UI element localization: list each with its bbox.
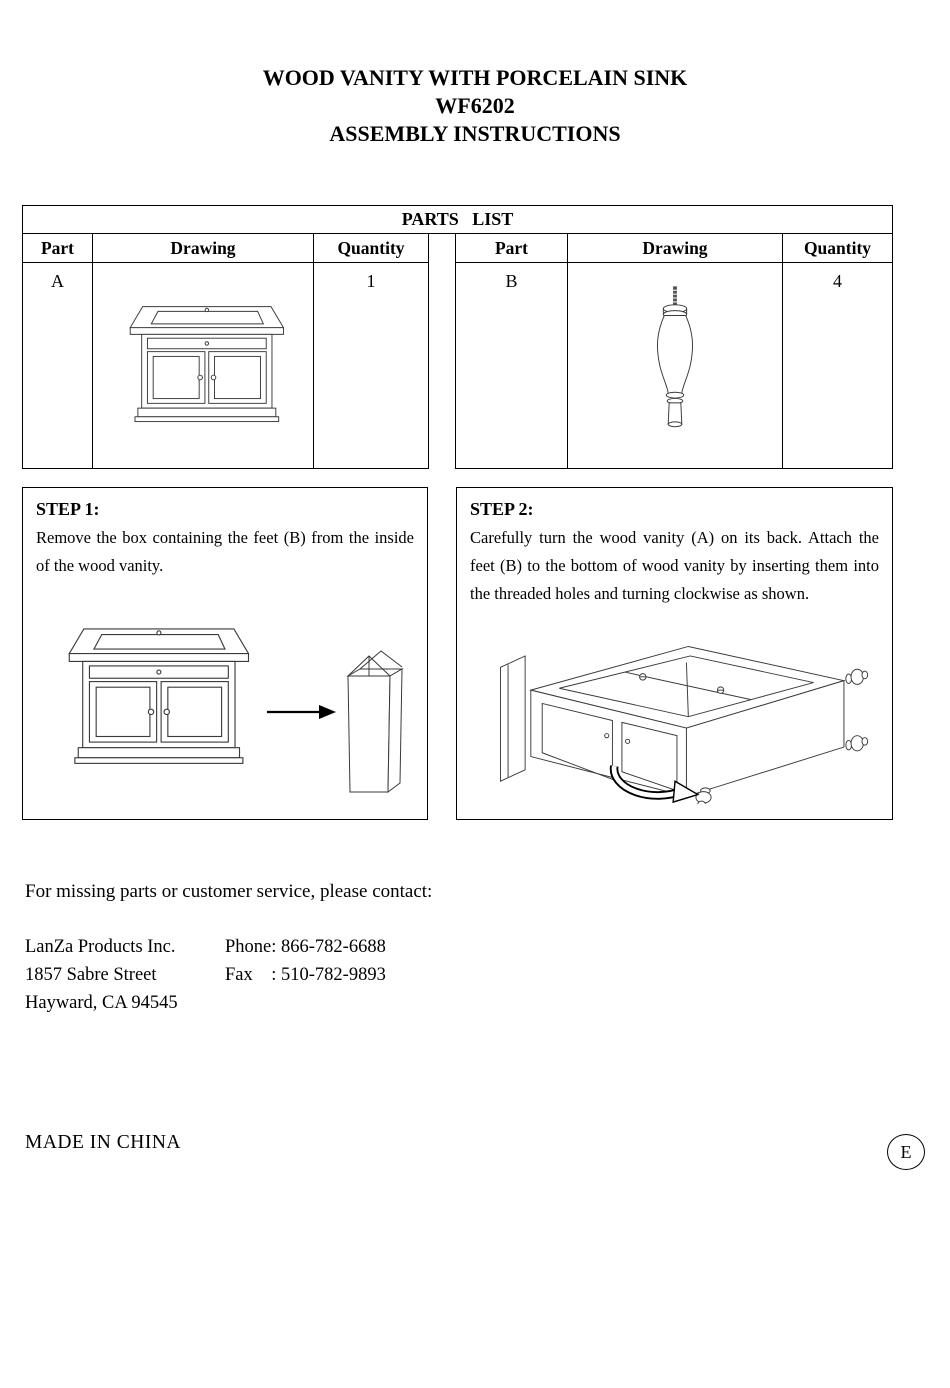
step-2-box: STEP 2: Carefully turn the wood vanity (… bbox=[456, 487, 893, 820]
vanity-on-back-attaching-feet-drawing-icon bbox=[499, 645, 869, 804]
made-in-label: MADE IN CHINA bbox=[25, 1132, 181, 1153]
leg-being-attached-icon bbox=[695, 787, 712, 804]
contact-intro: For missing parts or customer service, p… bbox=[25, 881, 433, 902]
step-1-text: Remove the box containing the feet (B) f… bbox=[36, 528, 414, 575]
wood-vanity-front-drawing-icon bbox=[129, 305, 285, 422]
contact-street: 1857 Sabre Street bbox=[25, 965, 157, 985]
contact-city: Hayward, CA 94545 bbox=[25, 993, 178, 1013]
step-1-figure bbox=[36, 606, 414, 806]
column-header-quantity: Quantity bbox=[313, 233, 429, 263]
document-subtitle: ASSEMBLY INSTRUCTIONS bbox=[329, 121, 621, 146]
contact-fax: Fax : 510-782-9893 bbox=[225, 965, 386, 985]
document-title: WOOD VANITY WITH PORCELAIN SINK bbox=[262, 65, 688, 90]
title-block: WOOD VANITY WITH PORCELAIN SINK WF6202 A… bbox=[0, 64, 950, 148]
table-row: A bbox=[22, 262, 429, 469]
column-header-drawing: Drawing bbox=[567, 233, 783, 263]
step-1-box: STEP 1: Remove the box containing the fe… bbox=[22, 487, 428, 820]
vanity-with-box-and-arrow-drawing-icon bbox=[68, 628, 404, 794]
part-b-letter: B bbox=[455, 262, 568, 469]
model-number: WF6202 bbox=[435, 93, 515, 118]
furniture-leg-drawing-icon bbox=[657, 285, 693, 427]
step-1-label: STEP 1: bbox=[36, 499, 100, 519]
column-header-part: Part bbox=[455, 233, 568, 263]
parts-list-body: Part Drawing Quantity A bbox=[22, 233, 893, 469]
cardboard-box-icon bbox=[346, 650, 404, 794]
rotate-clockwise-arrow-icon bbox=[609, 765, 700, 804]
part-a-quantity: 1 bbox=[313, 262, 429, 469]
step-2-text: Carefully turn the wood vanity (A) on it… bbox=[470, 528, 879, 603]
column-header-part: Part bbox=[22, 233, 93, 263]
page-letter-badge: E bbox=[887, 1134, 925, 1170]
arrow-right-icon bbox=[267, 705, 336, 719]
table-row: B bbox=[455, 262, 893, 469]
contact-phone: Phone: 866-782-6688 bbox=[225, 937, 386, 957]
leg-icon bbox=[845, 735, 869, 752]
parts-list: PARTS LIST Part Drawing Quantity A bbox=[22, 205, 893, 469]
part-a-letter: A bbox=[22, 262, 93, 469]
part-b-drawing-cell bbox=[567, 262, 783, 469]
part-a-drawing-cell bbox=[92, 262, 314, 469]
parts-table-b: Part Drawing Quantity B bbox=[455, 233, 893, 469]
parts-table-a: Part Drawing Quantity A bbox=[22, 233, 429, 469]
step-2-label: STEP 2: bbox=[470, 499, 534, 519]
parts-list-title: PARTS LIST bbox=[22, 205, 893, 234]
leg-icon bbox=[845, 668, 869, 685]
part-b-quantity: 4 bbox=[782, 262, 893, 469]
contact-company: LanZa Products Inc. bbox=[25, 937, 176, 957]
column-header-drawing: Drawing bbox=[92, 233, 314, 263]
step-2-figure bbox=[472, 618, 879, 804]
column-header-quantity: Quantity bbox=[782, 233, 893, 263]
